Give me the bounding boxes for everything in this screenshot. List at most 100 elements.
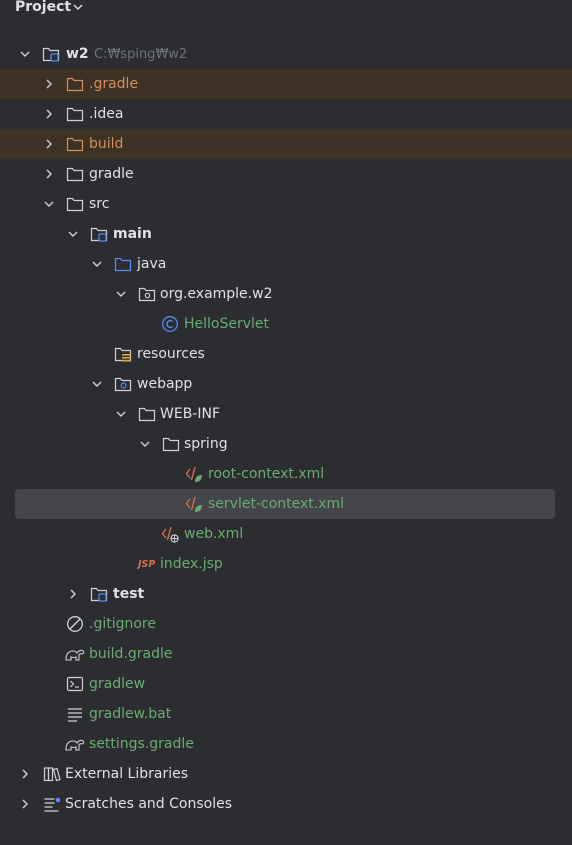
- tree-node-main[interactable]: main: [0, 219, 572, 249]
- folder-label: gradle: [89, 166, 134, 182]
- tree-node-src[interactable]: src: [0, 189, 572, 219]
- folder-label: webapp: [137, 376, 193, 392]
- module-path: C:₩sping₩w2: [94, 47, 188, 62]
- chevron-right-icon[interactable]: [66, 587, 80, 601]
- library-icon: [43, 765, 61, 783]
- project-tree: w2 C:₩sping₩w2 .gradle .idea build: [0, 39, 572, 819]
- tree-node-webapp[interactable]: webapp: [0, 369, 572, 399]
- file-label: web.xml: [184, 526, 244, 542]
- module-folder-icon: [42, 45, 60, 63]
- tree-node-gradle[interactable]: gradle: [0, 159, 572, 189]
- chevron-down-icon[interactable]: [66, 227, 80, 241]
- tree-node-gitignore[interactable]: .gitignore: [0, 609, 572, 639]
- tree-node-scratches[interactable]: Scratches and Consoles: [0, 789, 572, 819]
- folder-icon: [162, 435, 180, 453]
- module-name: w2: [66, 46, 89, 62]
- tree-node-dot-gradle[interactable]: .gradle: [0, 69, 572, 99]
- folder-label: WEB-INF: [160, 406, 220, 422]
- folder-icon: [66, 75, 84, 93]
- chevron-down-icon[interactable]: [18, 47, 32, 61]
- node-label: Scratches and Consoles: [65, 796, 232, 812]
- chevron-down-icon[interactable]: [90, 257, 104, 271]
- chevron-right-icon[interactable]: [42, 77, 56, 91]
- file-label: gradlew.bat: [89, 706, 172, 722]
- resources-root-icon: [114, 345, 132, 363]
- chevron-right-icon[interactable]: [42, 107, 56, 121]
- gradle-icon: [64, 645, 86, 663]
- folder-icon: [138, 405, 156, 423]
- chevron-right-icon[interactable]: [42, 137, 56, 151]
- tree-node-index-jsp[interactable]: JSP index.jsp: [0, 549, 572, 579]
- file-label: settings.gradle: [89, 736, 194, 752]
- folder-label: build: [89, 136, 124, 152]
- file-label: gradlew: [89, 676, 146, 692]
- chevron-right-icon[interactable]: [42, 167, 56, 181]
- folder-label: src: [89, 196, 110, 212]
- tree-node-external-libraries[interactable]: External Libraries: [0, 759, 572, 789]
- jsp-file-icon: JSP: [137, 555, 159, 573]
- tree-node-build[interactable]: build: [0, 129, 572, 159]
- source-root-icon: [114, 255, 132, 273]
- tree-node-resources[interactable]: resources: [0, 339, 572, 369]
- folder-label: .idea: [89, 106, 124, 122]
- class-icon: [161, 315, 179, 333]
- gradle-icon: [64, 735, 86, 753]
- folder-label: resources: [137, 346, 205, 362]
- selection-highlight: [15, 489, 555, 519]
- tree-node-spring[interactable]: spring: [0, 429, 572, 459]
- tree-node-w2[interactable]: w2 C:₩sping₩w2: [0, 39, 572, 69]
- file-label: root-context.xml: [208, 466, 325, 482]
- tree-node-web-inf[interactable]: WEB-INF: [0, 399, 572, 429]
- folder-icon: [66, 135, 84, 153]
- folder-icon: [66, 165, 84, 183]
- tree-node-gradlew[interactable]: gradlew: [0, 669, 572, 699]
- tree-node-hello-servlet[interactable]: HelloServlet: [0, 309, 572, 339]
- chevron-down-icon[interactable]: [42, 197, 56, 211]
- file-label: .gitignore: [89, 616, 156, 632]
- gitignore-icon: [66, 615, 84, 633]
- folder-icon: [66, 195, 84, 213]
- tree-node-root-context[interactable]: root-context.xml: [0, 459, 572, 489]
- package-icon: [138, 285, 156, 303]
- tree-node-java[interactable]: java: [0, 249, 572, 279]
- scratches-icon: [43, 795, 61, 813]
- folder-label: .gradle: [89, 76, 139, 92]
- chevron-down-icon[interactable]: [114, 287, 128, 301]
- folder-icon: [66, 105, 84, 123]
- project-panel-header: Project: [0, 0, 572, 18]
- panel-title[interactable]: Project: [15, 0, 72, 15]
- chevron-right-icon[interactable]: [18, 767, 32, 781]
- file-label: servlet-context.xml: [208, 496, 345, 512]
- tree-node-test[interactable]: test: [0, 579, 572, 609]
- file-label: build.gradle: [89, 646, 173, 662]
- tree-node-build-gradle[interactable]: build.gradle: [0, 639, 572, 669]
- module-folder-icon: [90, 225, 108, 243]
- node-label: External Libraries: [65, 766, 188, 782]
- file-label: index.jsp: [160, 556, 223, 572]
- web-xml-icon: [161, 525, 179, 543]
- xml-file-icon: [185, 465, 203, 483]
- chevron-down-icon[interactable]: [138, 437, 152, 451]
- tree-node-web-xml[interactable]: web.xml: [0, 519, 572, 549]
- shell-script-icon: [66, 675, 84, 693]
- folder-label: test: [113, 586, 145, 602]
- svg-text:JSP: JSP: [137, 559, 155, 570]
- folder-label: java: [137, 256, 167, 272]
- tree-node-servlet-context[interactable]: servlet-context.xml: [0, 489, 572, 519]
- tree-node-settings-gradle[interactable]: settings.gradle: [0, 729, 572, 759]
- chevron-down-icon[interactable]: [114, 407, 128, 421]
- folder-label: main: [113, 226, 152, 242]
- chevron-down-icon[interactable]: [72, 1, 84, 13]
- text-file-icon: [66, 705, 84, 723]
- tree-node-package[interactable]: org.example.w2: [0, 279, 572, 309]
- tree-node-idea[interactable]: .idea: [0, 99, 572, 129]
- file-label: HelloServlet: [184, 316, 270, 332]
- web-root-icon: [114, 375, 132, 393]
- folder-label: spring: [184, 436, 228, 452]
- tree-node-gradlew-bat[interactable]: gradlew.bat: [0, 699, 572, 729]
- xml-file-icon: [185, 495, 203, 513]
- chevron-down-icon[interactable]: [90, 377, 104, 391]
- module-folder-icon: [90, 585, 108, 603]
- chevron-right-icon[interactable]: [18, 797, 32, 811]
- package-label: org.example.w2: [160, 286, 273, 302]
